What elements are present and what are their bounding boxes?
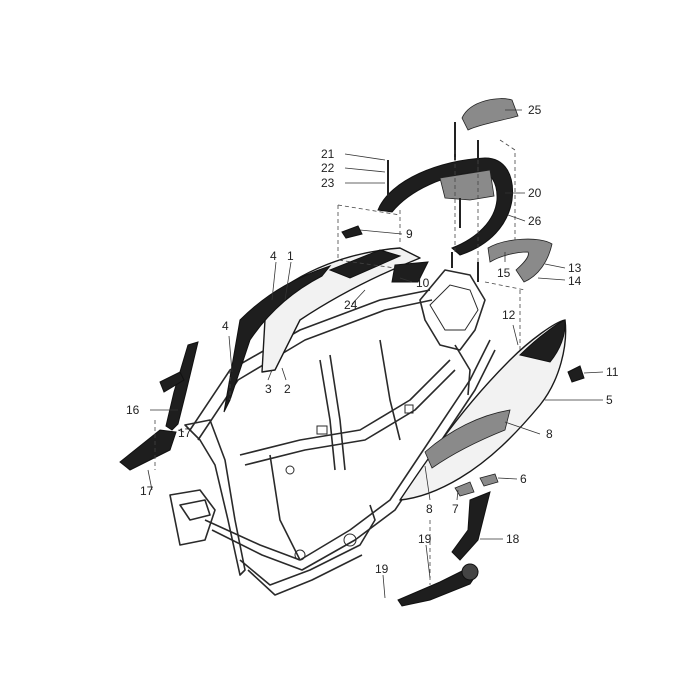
callout-1: 1: [287, 249, 294, 263]
callout-14: 14: [568, 274, 582, 288]
assembly-lines: [154, 139, 526, 585]
part-18-footrest-bracket: [397, 491, 491, 607]
callout-12: 12: [502, 308, 516, 322]
part-5-right-side-panel: [399, 319, 567, 501]
callout-16: 16: [126, 403, 140, 417]
part-7-clip: [454, 481, 475, 497]
callout-18: 18: [506, 532, 520, 546]
callout-3: 3: [265, 382, 272, 396]
part-20-rear-rack: [377, 157, 514, 256]
part-10-bracket: [391, 261, 429, 283]
callout-23: 23: [321, 176, 335, 190]
callout-20: 20: [528, 186, 542, 200]
callout-26: 26: [528, 214, 542, 228]
callout-17-upper: 17: [178, 426, 192, 440]
part-9-clip: [341, 225, 363, 239]
leader-lines: [147, 109, 604, 599]
part-25-seat-pad: [461, 98, 519, 131]
callout-24: 24: [344, 298, 358, 312]
part-13-14-bracket: [487, 238, 553, 283]
callout-5: 5: [606, 393, 613, 407]
callout-4-lower: 4: [222, 319, 229, 333]
callout-8-right: 8: [546, 427, 553, 441]
callout-15: 15: [497, 266, 511, 280]
callout-labels: 25 21 22 23 20 26 9 4 1 15 13 14 10 24 1…: [126, 103, 619, 576]
callout-2: 2: [284, 382, 291, 396]
part-1-left-side-cover: [223, 247, 421, 413]
callout-13: 13: [568, 261, 582, 275]
callout-11: 11: [606, 365, 619, 379]
callout-17-lower: 17: [140, 484, 154, 498]
callout-19-upper: 19: [418, 532, 432, 546]
part-11-grommet: [567, 365, 585, 383]
scooter-frame: [169, 269, 496, 596]
callout-21: 21: [321, 147, 335, 161]
callout-7: 7: [452, 502, 459, 516]
callout-19-lower: 19: [375, 562, 389, 576]
callout-4-upper: 4: [270, 249, 277, 263]
callout-9: 9: [406, 227, 413, 241]
callout-25: 25: [528, 103, 542, 117]
callout-6: 6: [520, 472, 527, 486]
part-6-clip: [479, 473, 499, 487]
callout-8-lower: 8: [426, 502, 433, 516]
callout-22: 22: [321, 161, 335, 175]
part-16-footrest-bracket: [119, 341, 199, 471]
callout-10: 10: [416, 276, 430, 290]
